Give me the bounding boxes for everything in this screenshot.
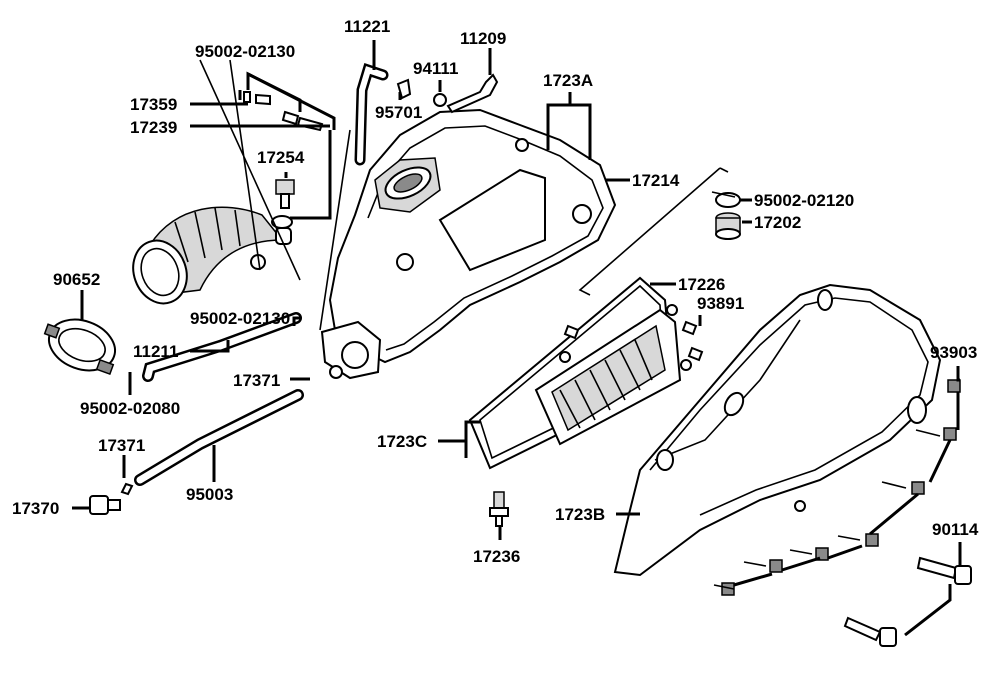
bolts-90114 (843, 556, 972, 647)
label-95002-02080: 95002-02080 (80, 399, 180, 418)
hose-clamp (43, 318, 116, 376)
label-17254: 17254 (257, 148, 305, 167)
label-11209: 11209 (460, 29, 506, 48)
label-17371-a: 17371 (233, 371, 280, 390)
screws-93891 (563, 320, 704, 362)
label-95701: 95701 (375, 103, 422, 122)
label-17214: 17214 (632, 171, 680, 190)
label-90652: 90652 (53, 270, 100, 289)
label-1723A: 1723A (543, 71, 593, 90)
label-17202: 17202 (754, 213, 801, 232)
drain-plug-parts (243, 91, 324, 132)
air-cleaner-case (320, 108, 617, 380)
label-17226: 17226 (678, 275, 725, 294)
leader-lines (72, 40, 962, 637)
part-labels: 95002-02130 11221 11209 94111 95701 1723… (12, 17, 979, 566)
label-93903: 93903 (930, 343, 977, 362)
screws-93903 (713, 379, 961, 596)
label-90114: 90114 (932, 520, 979, 539)
air-cleaner-cover (613, 283, 942, 577)
label-17370: 17370 (12, 499, 59, 518)
label-94111: 94111 (413, 59, 458, 78)
intake-duct (132, 206, 284, 305)
washer-94111 (433, 93, 447, 107)
label-95002-02120: 95002-02120 (754, 191, 854, 210)
clip-17236 (489, 491, 509, 527)
case-stay (446, 73, 499, 114)
label-95002-02130-mid: 95002-02130 (190, 309, 290, 328)
label-17236: 17236 (473, 547, 520, 566)
drain-hoses (89, 312, 304, 515)
cap-17202 (715, 192, 741, 240)
label-17371-b: 17371 (98, 436, 145, 455)
filter-element (468, 276, 692, 470)
cap-17254 (271, 179, 295, 245)
label-93891: 93891 (697, 294, 744, 313)
label-1723C: 1723C (377, 432, 427, 451)
label-11221: 11221 (344, 17, 390, 36)
label-1723B: 1723B (555, 505, 605, 524)
label-95002-02130-top: 95002-02130 (195, 42, 295, 61)
label-11211: 11211 (133, 342, 178, 361)
label-17359: 17359 (130, 95, 177, 114)
label-95003: 95003 (186, 485, 233, 504)
label-17239: 17239 (130, 118, 177, 137)
